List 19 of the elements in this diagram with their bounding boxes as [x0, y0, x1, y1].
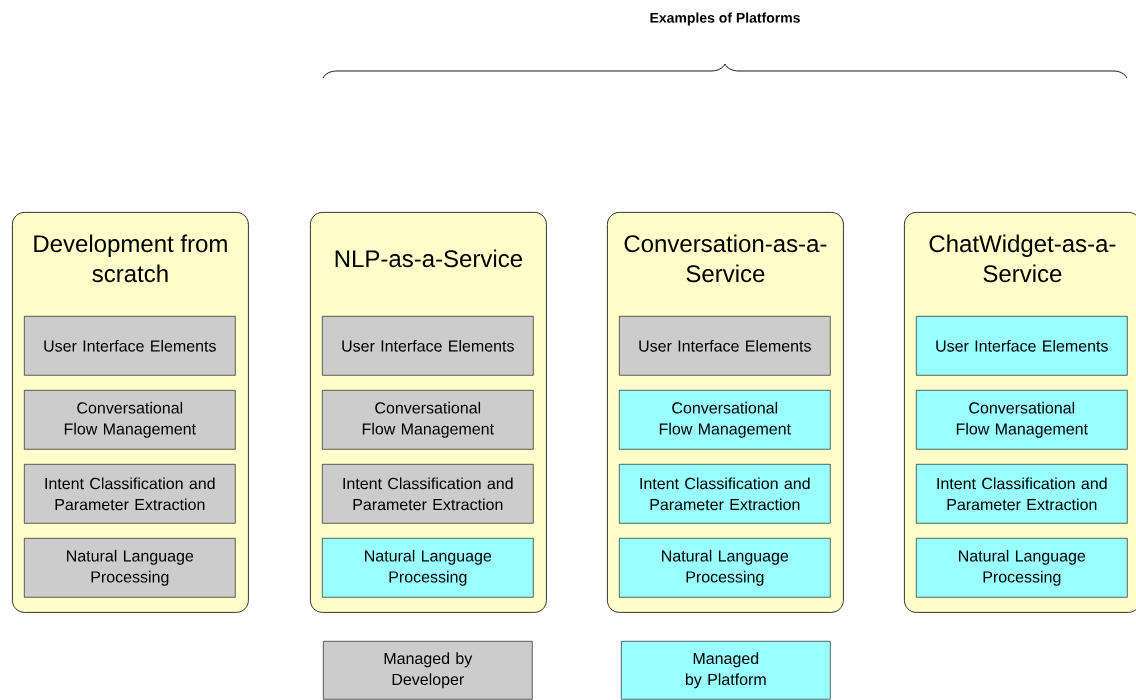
component-box: User Interface Elements — [619, 316, 831, 376]
component-box: Conversational Flow Management — [916, 389, 1128, 450]
component-box: Intent Classification and Parameter Extraction — [24, 464, 236, 524]
component-box: Intent Classification and Parameter Extraction — [916, 464, 1128, 524]
component-box: Intent Classification and Parameter Extraction — [619, 464, 831, 524]
component-box: Natural Language Processing — [24, 538, 236, 598]
heading: Examples of Platforms — [650, 12, 800, 26]
component-box: User Interface Elements — [916, 316, 1128, 376]
component-box: Natural Language Processing — [619, 538, 831, 598]
component-box: Natural Language Processing — [916, 538, 1128, 598]
component-box: Intent Classification and Parameter Extraction — [322, 464, 534, 524]
component-box: Conversational Flow Management — [619, 389, 831, 450]
component-box: Conversational Flow Management — [322, 389, 534, 450]
component-box: User Interface Elements — [322, 316, 534, 376]
legend-box: Managed by Developer — [323, 641, 533, 700]
component-box: User Interface Elements — [24, 316, 236, 376]
component-box: Natural Language Processing — [322, 538, 534, 598]
legend-box: Managed by Platform — [621, 641, 831, 700]
component-box: Conversational Flow Management — [24, 389, 236, 450]
